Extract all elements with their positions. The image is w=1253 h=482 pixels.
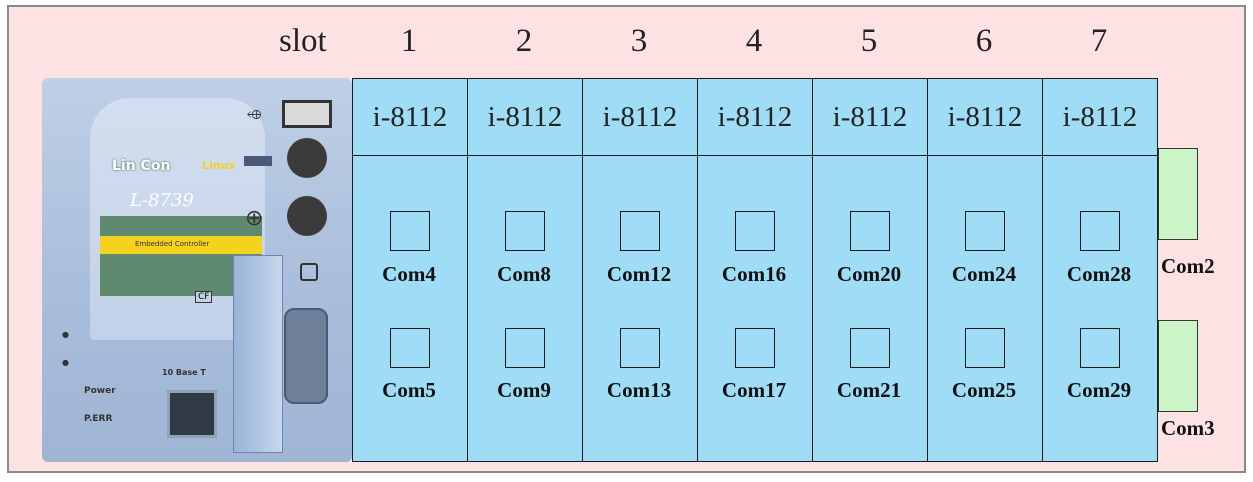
com-label-com9: Com9 bbox=[497, 378, 551, 402]
com-port-com9 bbox=[505, 328, 545, 368]
slot-module-body-4 bbox=[697, 155, 813, 462]
com-port-com12 bbox=[620, 211, 660, 251]
slot-number-5: 5 bbox=[860, 23, 878, 59]
com3-label: Com3 bbox=[1161, 416, 1215, 440]
usb-port[interactable] bbox=[282, 100, 332, 128]
slot-module-label-3: i-8112 bbox=[582, 78, 698, 156]
led-indicator-1: ● bbox=[62, 330, 69, 339]
ethernet-label: 10 Base T bbox=[162, 368, 206, 377]
slot-module-body-5 bbox=[812, 155, 928, 462]
slot-number-7: 7 bbox=[1090, 23, 1108, 59]
com-port-com16 bbox=[735, 211, 775, 251]
com-label-com17: Com17 bbox=[721, 378, 787, 402]
led-perr: P.ERR bbox=[62, 414, 112, 424]
cf-card-slot[interactable] bbox=[233, 255, 283, 453]
com2-label: Com2 bbox=[1161, 254, 1215, 278]
led-perr-label: P.ERR bbox=[84, 414, 113, 424]
com-port-com17 bbox=[735, 328, 775, 368]
slot-module-label-2: i-8112 bbox=[467, 78, 583, 156]
com-port-com25 bbox=[965, 328, 1005, 368]
controller-model: L-8739 bbox=[130, 190, 194, 211]
slot-number-2: 2 bbox=[515, 23, 533, 59]
led-power: Power bbox=[62, 386, 116, 396]
com-port-com13 bbox=[620, 328, 660, 368]
usb-icon: ⬲ bbox=[247, 108, 262, 123]
controller-brand: Lin Con bbox=[112, 158, 171, 174]
slot-header-label: slot bbox=[279, 23, 327, 59]
com-port-com5 bbox=[390, 328, 430, 368]
keyboard-port[interactable] bbox=[287, 138, 327, 178]
com-port-com20 bbox=[850, 211, 890, 251]
cf-label: CF bbox=[195, 291, 213, 303]
slot-module-body-3 bbox=[582, 155, 698, 462]
controller-stripe bbox=[100, 236, 262, 254]
slot-module-body-1 bbox=[352, 155, 468, 462]
com-label-com8: Com8 bbox=[497, 262, 551, 286]
com-label-com16: Com16 bbox=[721, 262, 787, 286]
vga-icon[interactable] bbox=[284, 308, 328, 404]
com2-port bbox=[1158, 148, 1198, 240]
slot-module-body-7 bbox=[1042, 155, 1158, 462]
controller-os: Linux bbox=[202, 159, 236, 172]
com-port-com24 bbox=[965, 211, 1005, 251]
com-label-com24: Com24 bbox=[951, 262, 1017, 286]
com-port-com28 bbox=[1080, 211, 1120, 251]
com-label-com12: Com12 bbox=[606, 262, 672, 286]
status-square-icon bbox=[300, 263, 318, 281]
slot-module-label-5: i-8112 bbox=[812, 78, 928, 156]
com-label-com29: Com29 bbox=[1066, 378, 1132, 402]
com-label-com4: Com4 bbox=[382, 262, 436, 286]
slot-number-1: 1 bbox=[400, 23, 418, 59]
com-label-com28: Com28 bbox=[1066, 262, 1132, 286]
com-label-com20: Com20 bbox=[836, 262, 902, 286]
com-port-com29 bbox=[1080, 328, 1120, 368]
mouse-icon: ⊕ bbox=[245, 206, 264, 231]
com-label-com5: Com5 bbox=[382, 378, 436, 402]
slot-module-label-1: i-8112 bbox=[352, 78, 468, 156]
led-indicator-2: ● bbox=[62, 358, 69, 367]
com-label-com13: Com13 bbox=[606, 378, 672, 402]
led-power-label: Power bbox=[84, 386, 116, 396]
slot-number-3: 3 bbox=[630, 23, 648, 59]
com-port-com21 bbox=[850, 328, 890, 368]
mouse-port[interactable] bbox=[287, 196, 327, 236]
com-label-com21: Com21 bbox=[836, 378, 902, 402]
slot-module-body-2 bbox=[467, 155, 583, 462]
slot-number-4: 4 bbox=[745, 23, 763, 59]
slot-number-6: 6 bbox=[975, 23, 993, 59]
ethernet-icon[interactable] bbox=[167, 390, 217, 438]
com3-port bbox=[1158, 320, 1198, 412]
com-port-com4 bbox=[390, 211, 430, 251]
com-label-com25: Com25 bbox=[951, 378, 1017, 402]
controller-subtitle: Embedded Controller bbox=[135, 240, 210, 248]
slot-module-label-7: i-8112 bbox=[1042, 78, 1158, 156]
slot-module-body-6 bbox=[927, 155, 1043, 462]
slot-module-label-4: i-8112 bbox=[697, 78, 813, 156]
controller-unit: Lin Con Linux L-8739 Embedded Controller… bbox=[42, 78, 352, 462]
slot-module-label-6: i-8112 bbox=[927, 78, 1043, 156]
com-port-com8 bbox=[505, 211, 545, 251]
keyboard-icon bbox=[244, 156, 272, 166]
